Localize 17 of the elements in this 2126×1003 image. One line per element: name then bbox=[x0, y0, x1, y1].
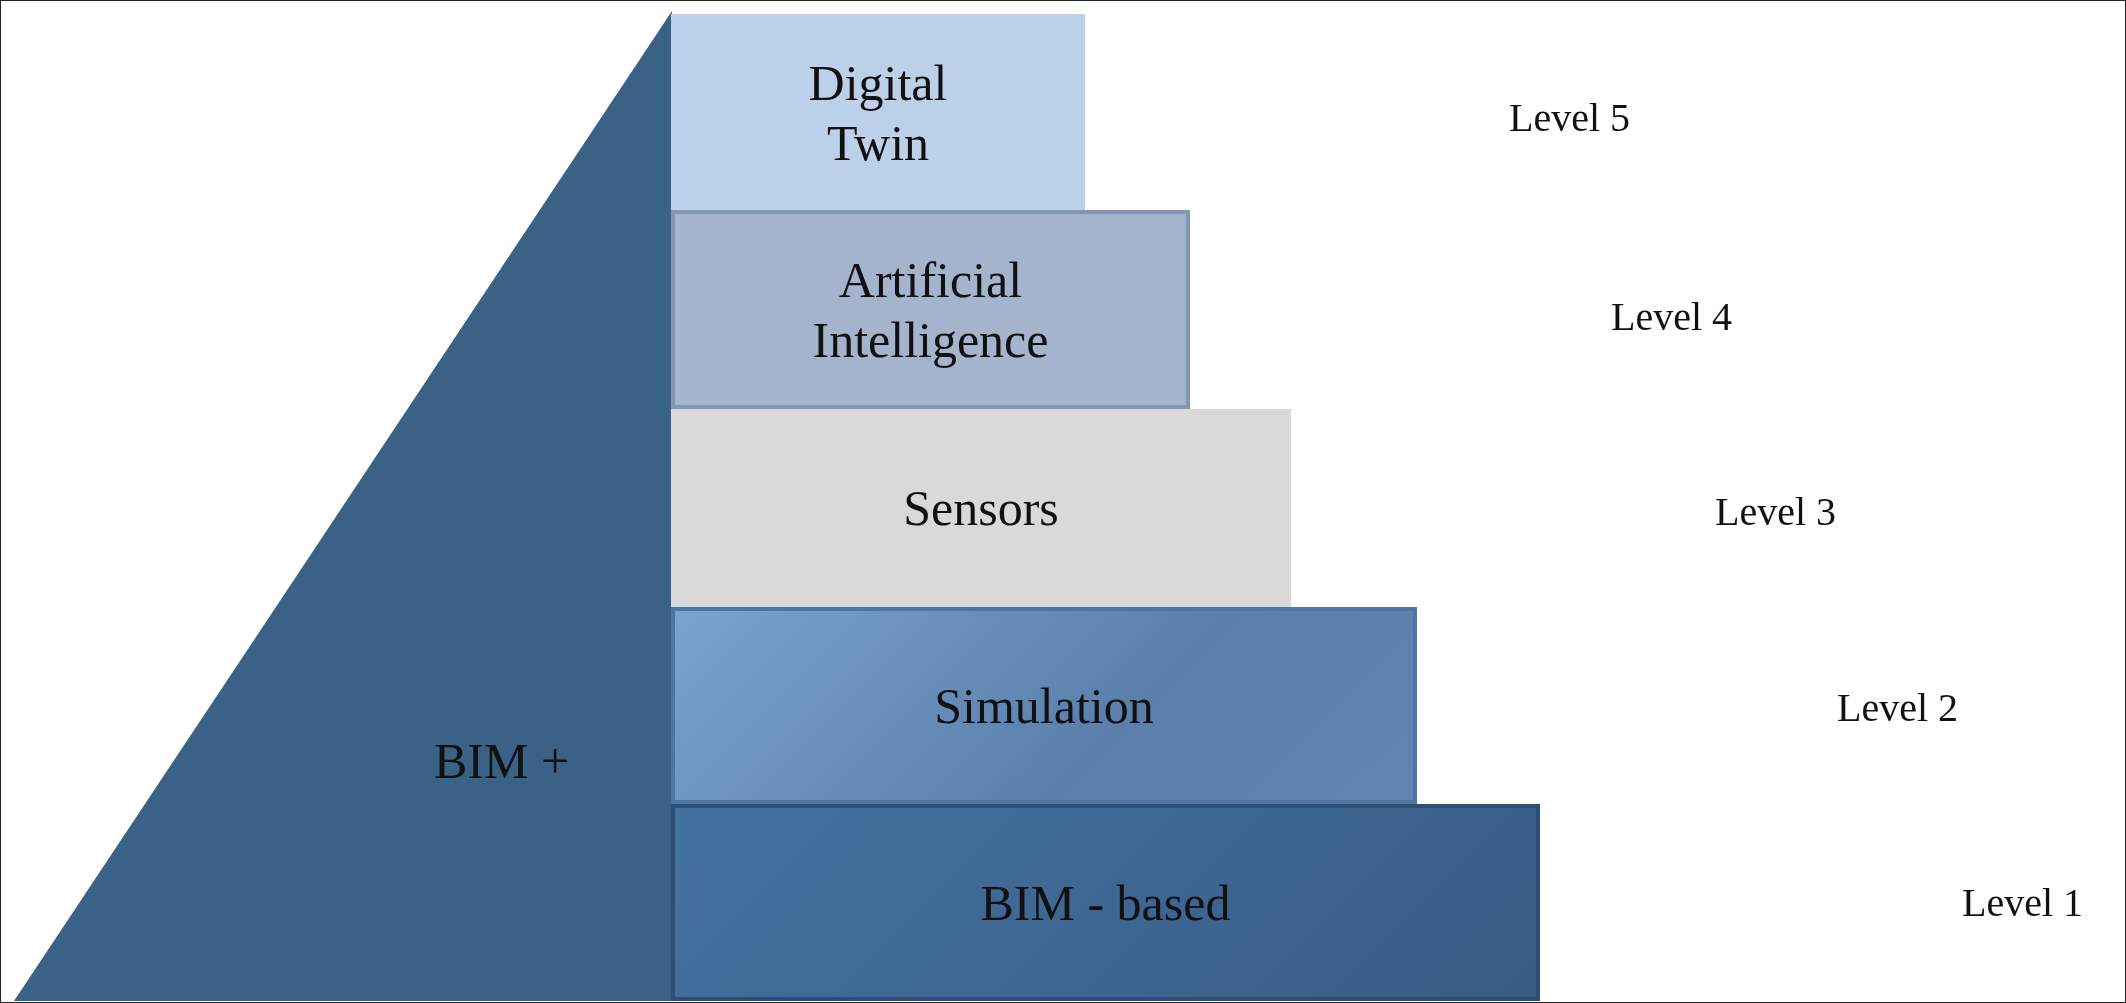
level-label: Level 3 bbox=[1715, 487, 1837, 535]
level-title: Digital Twin bbox=[807, 53, 949, 173]
level-label: Level 1 bbox=[1962, 878, 2084, 926]
level-label: Level 5 bbox=[1509, 93, 1631, 141]
level-box bbox=[671, 14, 1085, 211]
level-box bbox=[671, 409, 1291, 607]
level-box bbox=[671, 804, 1540, 1001]
level-label: Level 2 bbox=[1837, 683, 1959, 731]
pyramid-label: BIM + bbox=[434, 732, 570, 791]
level-title: BIM - based bbox=[980, 873, 1231, 933]
level-box bbox=[671, 607, 1417, 804]
level-title: Artificial Intelligence bbox=[811, 250, 1050, 370]
level-title: Simulation bbox=[934, 676, 1154, 736]
level-box bbox=[671, 210, 1190, 409]
level-label: Level 4 bbox=[1611, 292, 1733, 340]
pyramid-triangle bbox=[14, 11, 672, 1001]
level-title: Sensors bbox=[903, 479, 1059, 538]
